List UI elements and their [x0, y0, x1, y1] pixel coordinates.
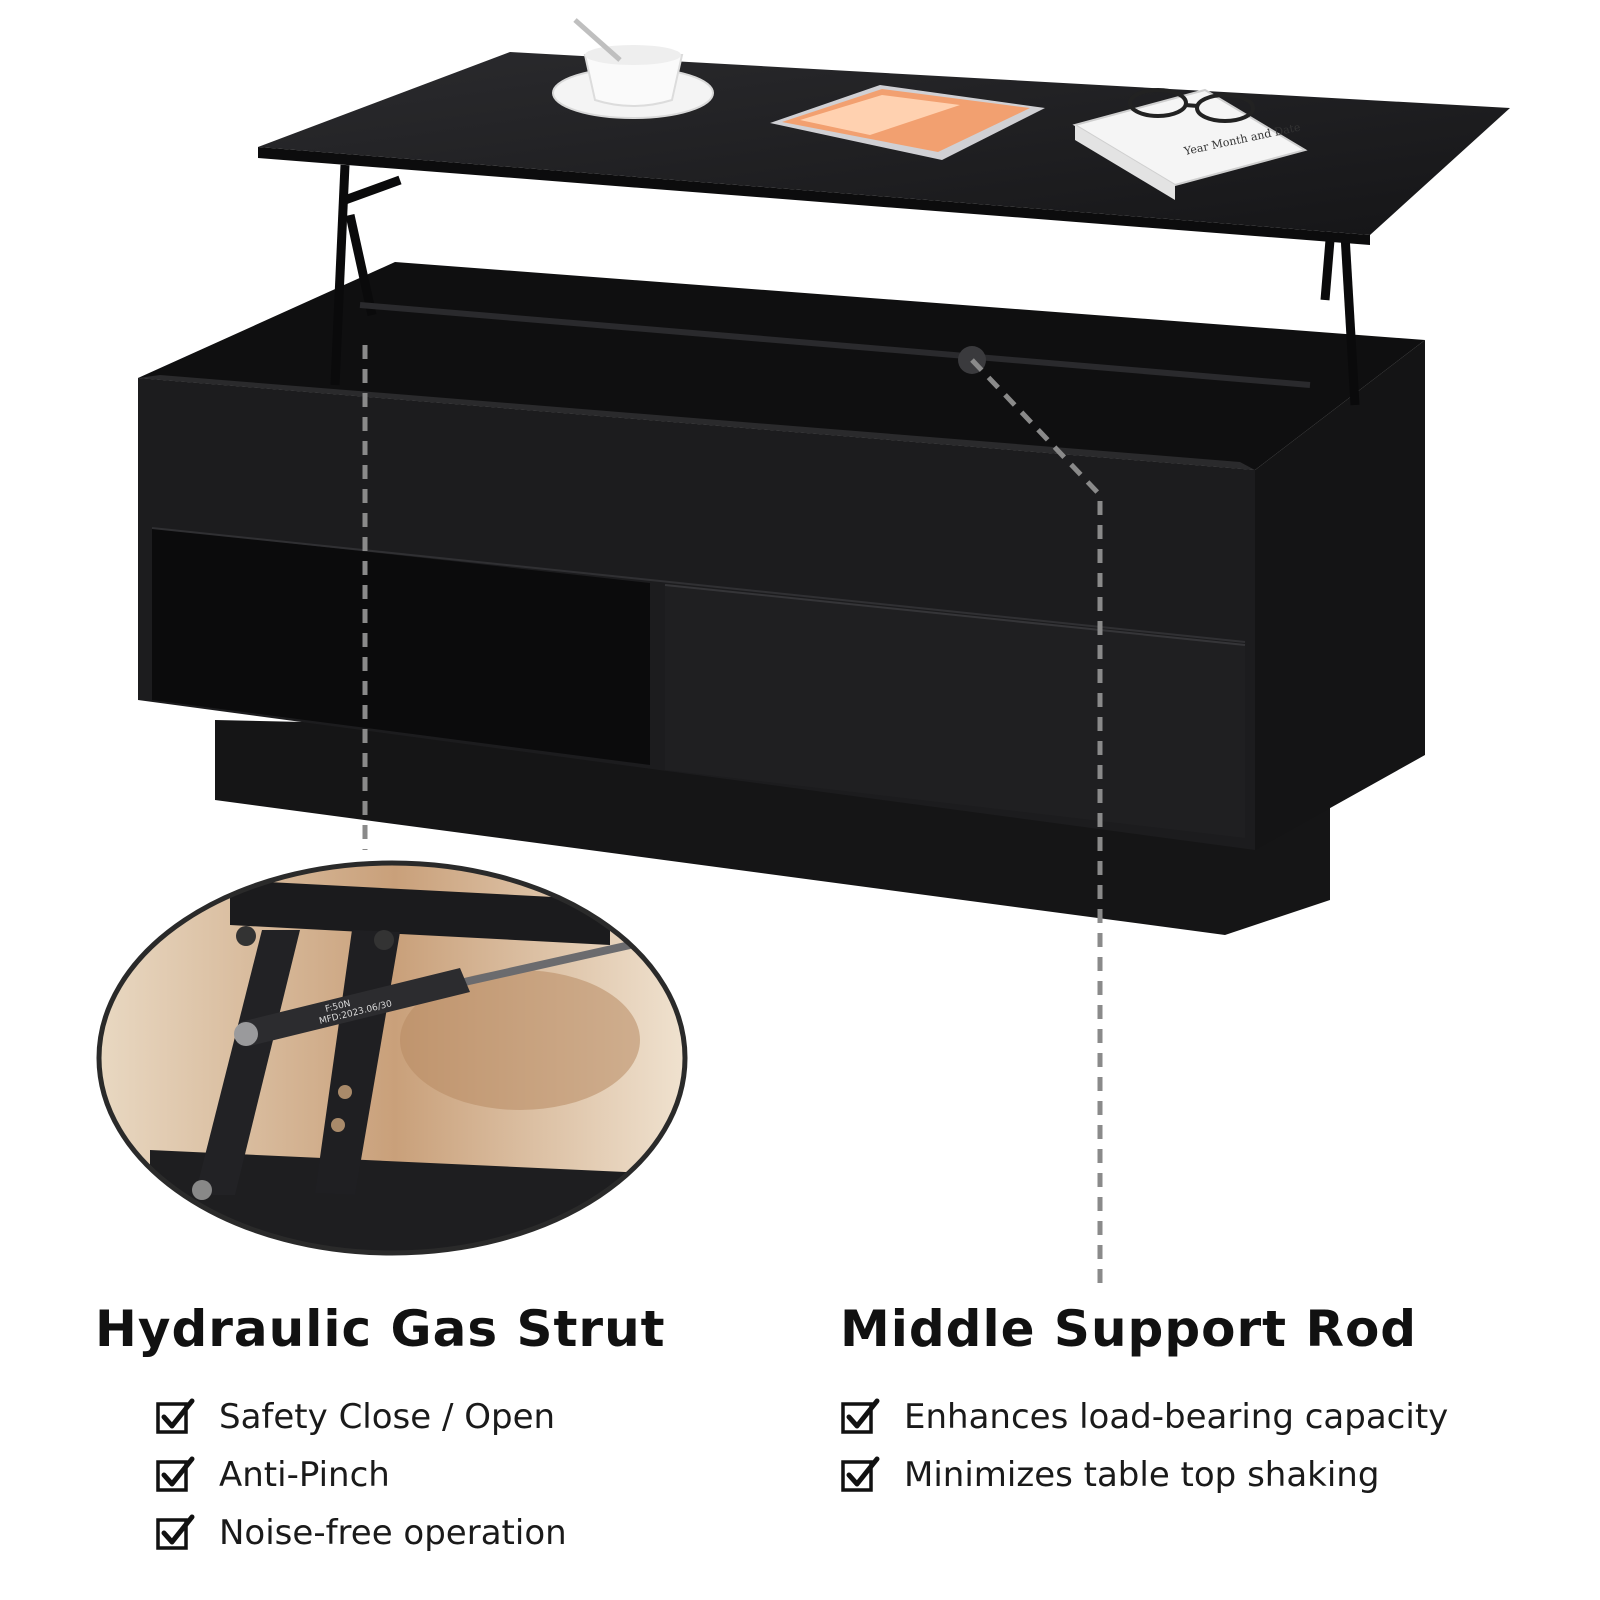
list-item: Safety Close / Open	[155, 1388, 735, 1446]
support-bar	[359, 302, 1311, 388]
list-item: Anti-Pinch	[155, 1446, 735, 1504]
checkbox-checked-icon	[156, 1514, 195, 1550]
strut-detail-lens: F:50N MFD:2023.06/30	[99, 863, 685, 1253]
storage-rim	[138, 375, 1255, 470]
book-with-glasses-icon: Year Month and Date	[1072, 88, 1308, 200]
feature-support-rod: Middle Support Rod Enhances load-bearing…	[840, 1300, 1560, 1504]
lift-arm-right	[1320, 234, 1360, 406]
lift-arm-left	[330, 164, 402, 386]
feature-list-gas-strut: Safety Close / Open Anti-Pinch Noise-fre…	[95, 1388, 735, 1562]
list-item: Minimizes table top shaking	[840, 1446, 1560, 1504]
checkbox-checked-icon	[156, 1456, 195, 1492]
feature-gas-strut: Hydraulic Gas Strut Safety Close / Open …	[95, 1300, 735, 1562]
list-item: Enhances load-bearing capacity	[840, 1388, 1560, 1446]
open-shelf	[152, 528, 650, 765]
checkbox-checked-icon	[841, 1398, 880, 1434]
feature-title-support-rod: Middle Support Rod	[840, 1300, 1418, 1358]
table-top-edge	[258, 147, 1370, 245]
checkbox-checked-icon	[841, 1456, 880, 1492]
feature-item-label: Enhances load-bearing capacity	[904, 1397, 1449, 1437]
tablet-icon	[770, 85, 1045, 160]
table-body-side	[1255, 340, 1425, 850]
checkbox-checked-icon	[156, 1398, 195, 1434]
list-item: Noise-free operation	[155, 1504, 735, 1562]
feature-title-gas-strut: Hydraulic Gas Strut	[95, 1300, 666, 1358]
feature-item-label: Noise-free operation	[219, 1513, 567, 1553]
feature-item-label: Minimizes table top shaking	[904, 1455, 1380, 1495]
feature-list-support-rod: Enhances load-bearing capacity Minimizes…	[840, 1388, 1560, 1504]
feature-item-label: Safety Close / Open	[219, 1397, 556, 1437]
teacup-icon	[552, 18, 714, 119]
feature-item-label: Anti-Pinch	[219, 1455, 390, 1495]
